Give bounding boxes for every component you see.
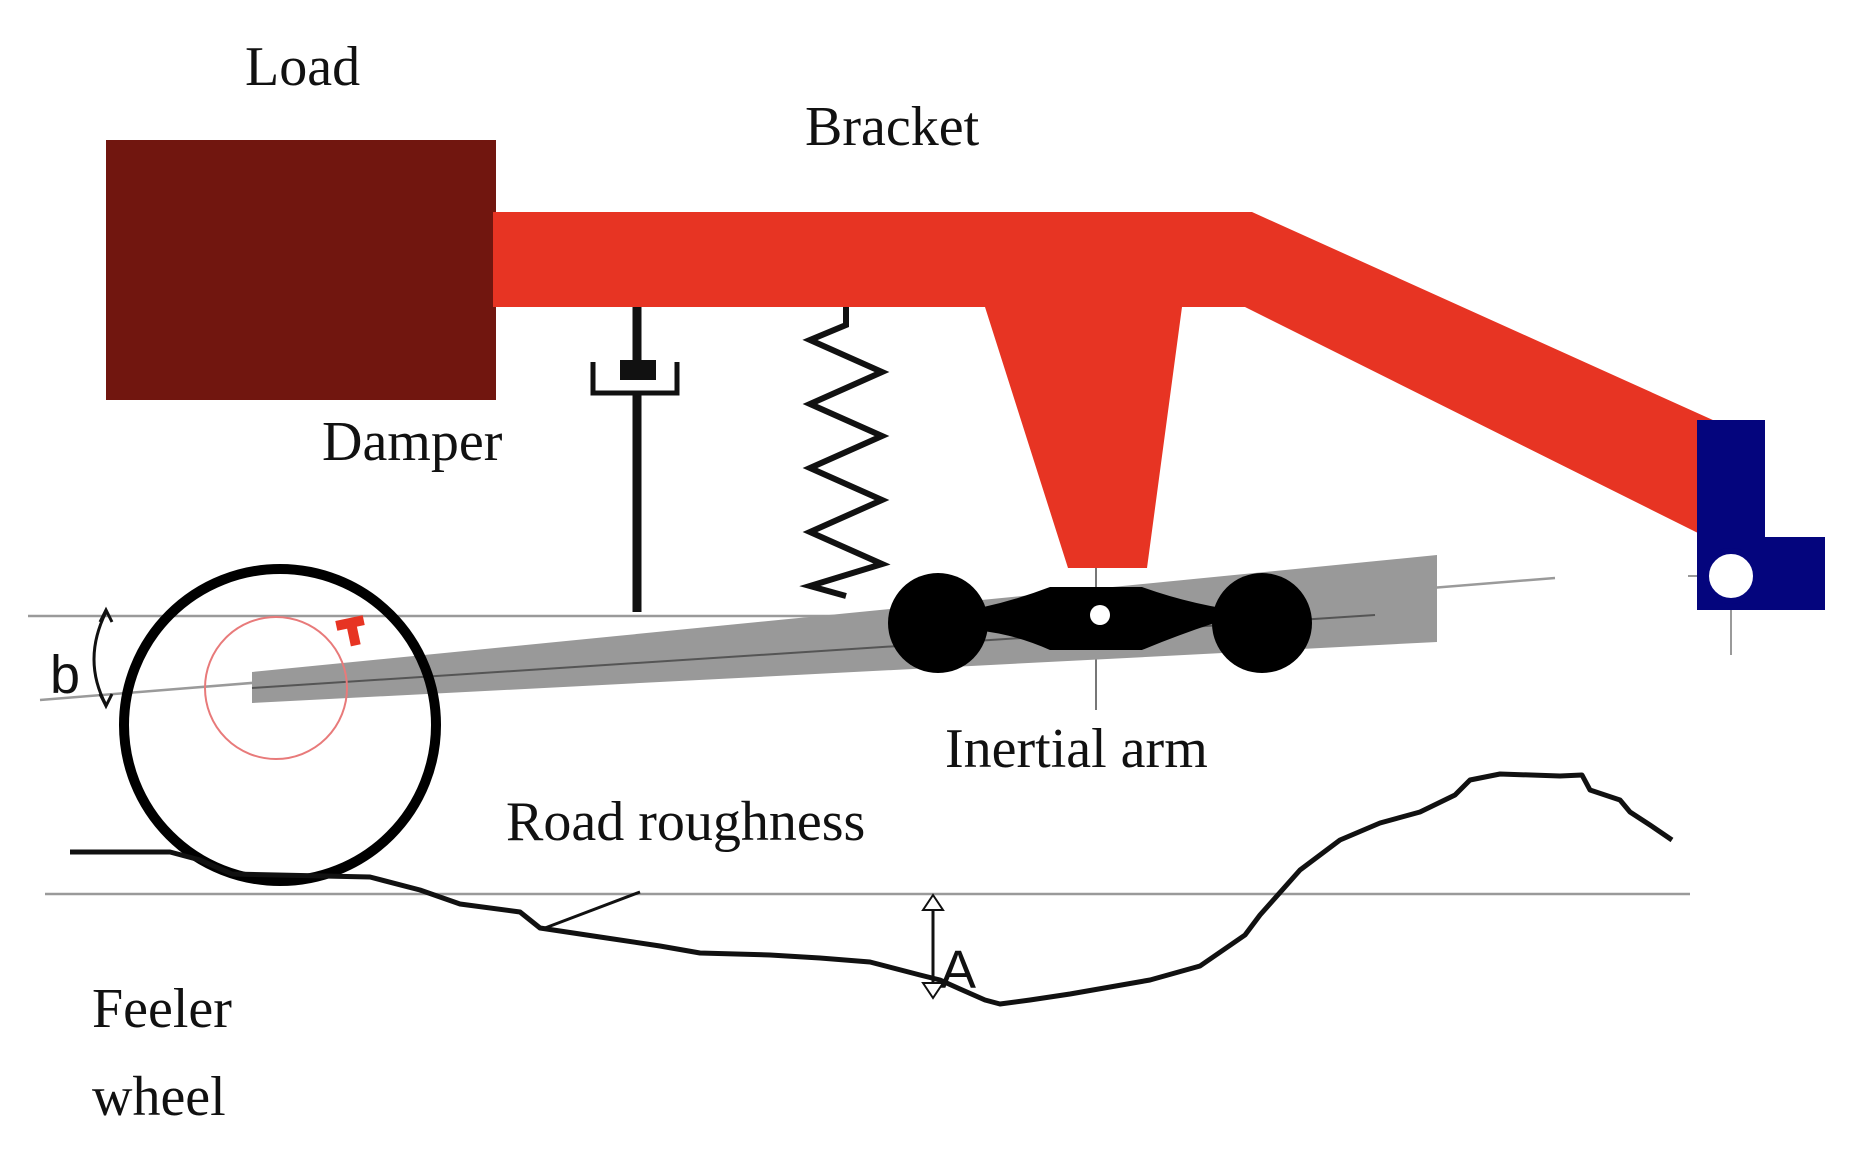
pivot-joint-inner [1710,555,1752,597]
label-road-roughness: Road roughness [506,791,865,853]
bracket [493,212,1735,568]
dumbbell-mass [888,573,1312,673]
label-amplitude-a: A [940,940,976,1000]
hub-marker-icon [335,615,365,647]
spring [799,307,891,599]
load-block [106,140,496,400]
label-feeler-wheel-line1: Feeler [92,978,232,1040]
damper [590,307,680,612]
label-feeler-wheel-line2: wheel [92,1066,226,1128]
road-profile [70,771,1674,1007]
road-roughness-leader [544,890,641,930]
angle-b-arrow-top [98,606,114,623]
amplitude-a-arrow [921,893,945,1000]
label-angle-b: b [50,645,80,705]
pivot-joint [1703,548,1759,604]
feeler-wheel [119,564,441,886]
label-load: Load [245,36,360,98]
label-inertial-arm: Inertial arm [945,718,1208,780]
wheel-hub-circle [204,616,348,760]
angle-b-arc [92,611,108,706]
angle-b-arrow-bottom [98,693,114,710]
label-damper: Damper [322,411,503,473]
label-bracket: Bracket [805,96,980,158]
